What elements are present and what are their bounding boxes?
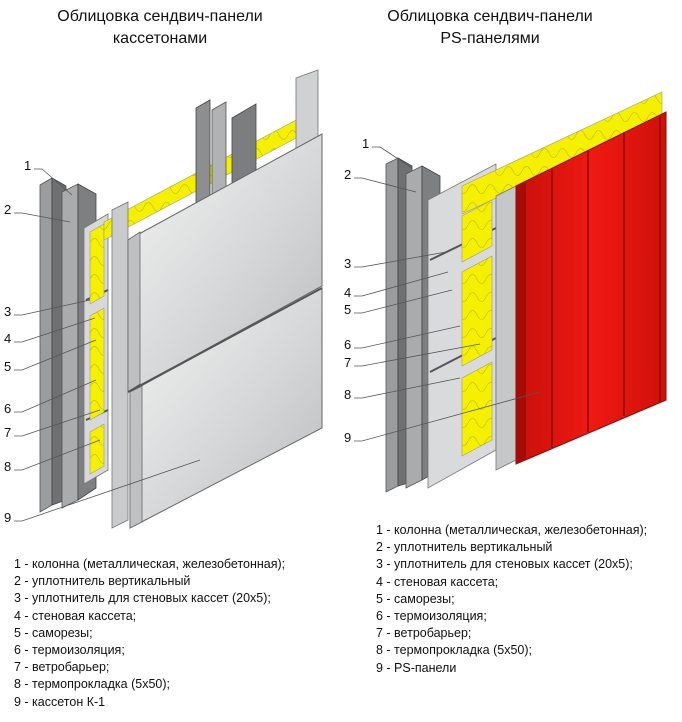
right-legend-item: 9 - PS-панели [376, 660, 457, 675]
right-column [385, 157, 441, 493]
left-callout-1: 1 [24, 158, 31, 173]
right-legend-item: 2 - уплотнитель вертикальный [376, 540, 553, 555]
right-callout-3: 3 [344, 256, 351, 271]
left-callout-2: 2 [4, 202, 11, 217]
right-callout-lines [354, 146, 541, 442]
left-title-line2: кассетонами [112, 30, 208, 47]
right-legend-item: 4 - стеновая кассета; [376, 574, 499, 589]
left-callout-8: 8 [4, 459, 11, 474]
right-legend-item: 1 - колонна (металлическая, железобетонн… [376, 523, 648, 537]
left-legend-item: 1 - колонна (металлическая, железобетонн… [14, 557, 286, 571]
right-title: Облицовка сендвич-панели PS-панелями [350, 6, 630, 50]
left-callout-numbers: 1 2 3 4 5 6 7 8 9 [4, 158, 31, 525]
left-assembly [39, 69, 323, 529]
left-callout-5: 5 [4, 359, 11, 374]
right-title-line1: Облицовка сендвич-панели [387, 8, 593, 25]
left-callout-lines [14, 168, 201, 522]
right-callout-5: 5 [344, 302, 351, 317]
left-cassette-panels [127, 133, 323, 529]
right-legend-item: 8 - термопрокладка (5х50); [376, 643, 532, 658]
left-legend-item: 2 - уплотнитель вертикальный [14, 574, 191, 589]
left-callout-9: 9 [4, 510, 11, 525]
left-legend-item: 6 - термоизоляция; [14, 643, 125, 658]
right-callout-2: 2 [344, 167, 351, 182]
left-legend: 1 - колонна (металлическая, железобетонн… [14, 556, 285, 711]
right-callout-4: 4 [344, 285, 351, 300]
left-legend-item: 4 - стеновая кассета; [14, 608, 137, 623]
left-callout-4: 4 [4, 331, 11, 346]
right-legend-item: 5 - саморезы; [376, 591, 455, 606]
right-callout-6: 6 [344, 337, 351, 352]
left-legend-item: 8 - термопрокладка (5х50); [14, 677, 170, 692]
right-wind-barrier [495, 185, 517, 471]
left-legend-item: 9 - кассетон К-1 [14, 694, 106, 709]
left-callout-6: 6 [4, 401, 11, 416]
right-callout-numbers: 1 2 3 4 5 6 7 8 9 [344, 136, 369, 445]
left-legend-item: 7 - ветробарьер; [14, 660, 110, 675]
right-legend-item: 6 - термоизоляция; [376, 609, 487, 624]
right-callout-9: 9 [344, 430, 351, 445]
right-callout-1: 1 [362, 136, 369, 151]
right-callout-7: 7 [344, 355, 351, 370]
right-callout-8: 8 [344, 387, 351, 402]
right-assembly [385, 91, 667, 493]
left-legend-item: 3 - уплотнитель для стеновых кассет (20х… [14, 591, 271, 606]
right-ps-panels [515, 111, 667, 465]
right-title-line2: PS-панелями [440, 30, 540, 47]
left-title-line1: Облицовка сендвич-панели [57, 8, 263, 25]
left-title: Облицовка сендвич-панели кассетонами [40, 6, 280, 50]
right-legend: 1 - колонна (металлическая, железобетонн… [376, 522, 647, 677]
left-vertical-strip [111, 201, 129, 529]
right-legend-item: 7 - ветробарьер; [376, 626, 472, 641]
right-legend-item: 3 - уплотнитель для стеновых кассет (20х… [376, 557, 633, 572]
left-legend-item: 5 - саморезы; [14, 625, 93, 640]
left-callout-7: 7 [4, 425, 11, 440]
left-callout-3: 3 [4, 304, 11, 319]
